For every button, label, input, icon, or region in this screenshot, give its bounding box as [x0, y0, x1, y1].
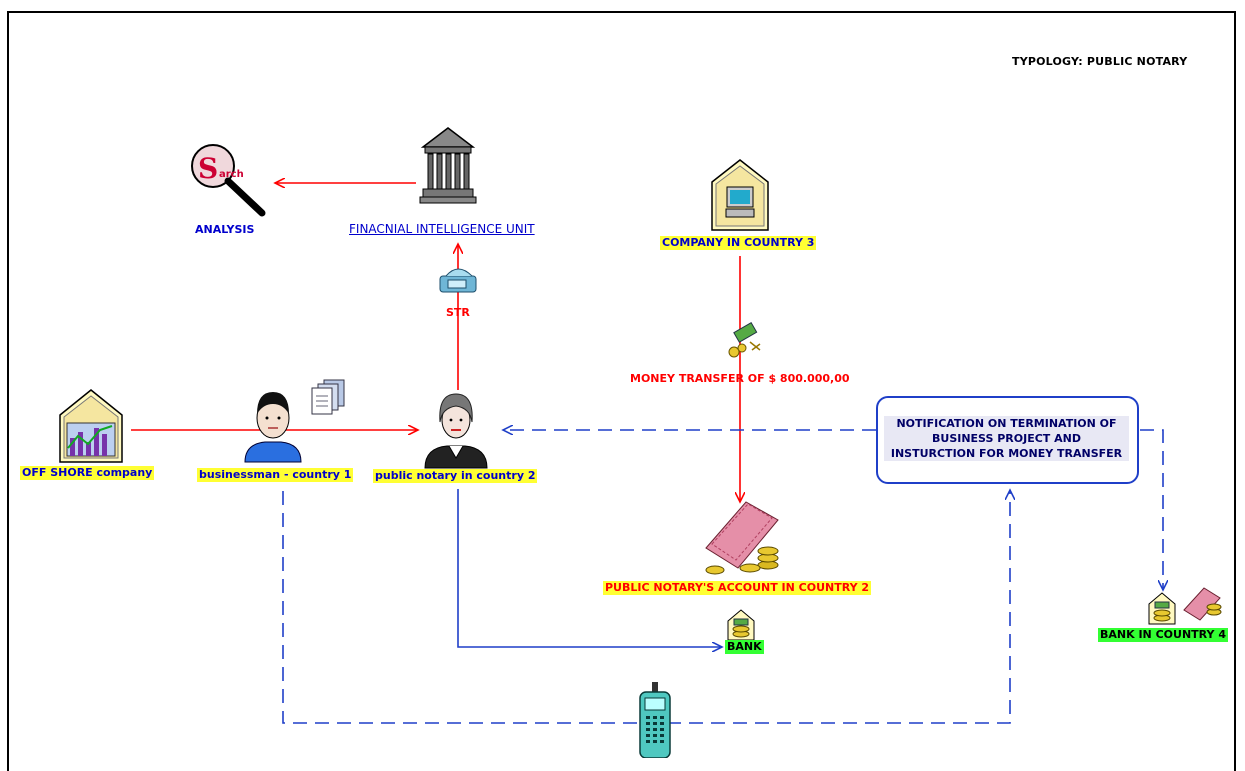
str-label: STR: [446, 306, 470, 319]
svg-text:S: S: [198, 152, 218, 185]
mobile-phone-icon: [639, 682, 671, 758]
money-cards-icon: [705, 501, 779, 575]
arrow-notary-to-bank: [457, 489, 722, 647]
money-transfer-icon: [728, 321, 761, 358]
notification-line-3: INSTURCTION FOR MONEY TRANSFER: [890, 447, 1123, 460]
money-transfer-label: MONEY TRANSFER OF $ 800.000,00: [630, 372, 850, 385]
fiu-label[interactable]: FINACNIAL INTELLIGENCE UNIT: [349, 222, 535, 236]
arrow-businessman-to-notice: [282, 490, 1010, 724]
analysis-label: ANALYSIS: [195, 223, 255, 236]
house-computer-icon: [711, 159, 769, 231]
documents-icon: [311, 379, 345, 415]
house-chart-icon: [59, 389, 123, 463]
arrow-notice-to-bank4: [1140, 429, 1163, 590]
notification-line-2: BUSINESS PROJECT AND: [932, 432, 1081, 445]
notary-person-icon: [424, 393, 488, 469]
notary-label: public notary in country 2: [373, 469, 538, 483]
fax-icon: [439, 268, 477, 293]
diagram-title: TYPOLOGY: PUBLIC NOTARY: [1012, 55, 1188, 68]
bank-country4-money-icon: [1183, 587, 1222, 621]
person-icon: [244, 392, 302, 463]
offshore-label: OFF SHORE company: [20, 466, 155, 480]
notification-text: NOTIFICATION ON TERMINATION OF BUSINESS …: [884, 416, 1129, 461]
house-coins-icon: [727, 609, 755, 641]
svg-text:arch: arch: [219, 169, 244, 180]
bank-country4-house-icon: [1148, 592, 1176, 625]
notification-line-1: NOTIFICATION ON TERMINATION OF: [896, 417, 1117, 430]
diagram-frame: [7, 11, 1236, 771]
bank-label: BANK: [725, 640, 764, 654]
company3-label: COMPANY IN COUNTRY 3: [660, 236, 817, 250]
bank-building-icon: [419, 127, 477, 204]
notary-account-label: PUBLIC NOTARY'S ACCOUNT IN COUNTRY 2: [603, 581, 872, 595]
bank4-label: BANK IN COUNTRY 4: [1098, 628, 1228, 642]
businessman-label: businessman - country 1: [197, 468, 354, 482]
magnifier-search-icon: S arch: [191, 144, 266, 217]
